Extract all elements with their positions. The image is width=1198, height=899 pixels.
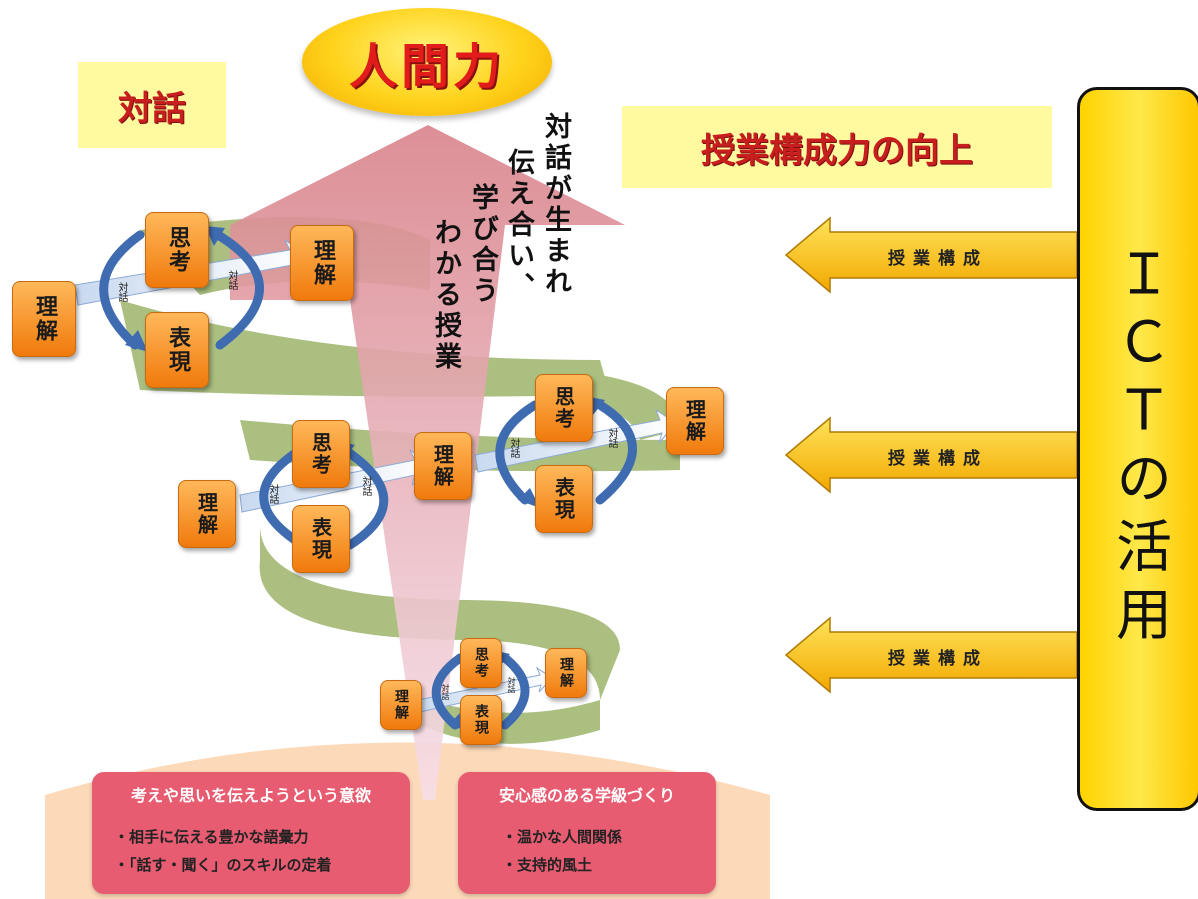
center-line-1: 対話が生まれ [540, 112, 572, 298]
rikai-box: 理解 [414, 432, 472, 500]
rikai-box: 理解 [380, 680, 422, 730]
foundation-card-right: 安心感のある学級づくり ・温かな人間関係 ・支持的風土 [458, 772, 716, 894]
jugyo-kosei-title-box: 授業構成力の向上 [622, 106, 1052, 188]
card-title: 安心感のある学級づくり [498, 786, 675, 805]
rikai-box: 理解 [666, 387, 724, 455]
hyougen-box: 表現 [535, 465, 593, 533]
taiwa-label: 対話 [267, 484, 278, 504]
taiwa-label: 対話 [508, 438, 519, 458]
ningenryoku-label: 人間力 [348, 39, 505, 95]
ict-katsuyou-label: ＩＣＴの活用 [1106, 245, 1172, 653]
taiwa-label: 対話 [226, 270, 237, 290]
taiwa-title-box: 対話 [78, 62, 226, 148]
card-item: ・支持的風土 [502, 856, 593, 874]
shikou-box: 思考 [145, 212, 209, 288]
ict-arrow-label: 授業構成 [888, 649, 988, 669]
hyougen-box: 表現 [145, 312, 209, 388]
rikai-box: 理解 [290, 225, 354, 301]
ict-arrow-label: 授業構成 [888, 449, 988, 469]
ict-arrows [784, 216, 1078, 694]
taiwa-label: 対話 [606, 428, 617, 448]
center-line-4: わかる授業 [430, 218, 462, 373]
card-title: 考えや思いを伝えようという意欲 [130, 786, 371, 805]
taiwa-label: 対話 [116, 282, 127, 302]
foundation-card-left: 考えや思いを伝えようという意欲 ・相手に伝える豊かな語彙力 ・「話す・聞く」のス… [92, 772, 410, 894]
ningenryoku-oval: 人間力 [302, 8, 552, 116]
card-item: ・「話す・聞く」のスキルの定着 [114, 856, 332, 874]
taiwa-label: 対話 [441, 684, 450, 700]
shikou-box: 思考 [292, 420, 350, 488]
center-line-3: 学び合う [467, 183, 499, 307]
taiwa-label: 対話 [507, 677, 516, 693]
rikai-box: 理解 [12, 281, 76, 357]
shikou-box: 思考 [535, 374, 593, 442]
rikai-box: 理解 [545, 648, 587, 698]
ict-arrow-label: 授業構成 [888, 249, 988, 269]
hyougen-box: 表現 [292, 505, 350, 573]
card-item: ・相手に伝える豊かな語彙力 [114, 828, 309, 846]
taiwa-label: 対話 [360, 476, 371, 496]
hyougen-box: 表現 [460, 695, 502, 745]
ict-katsuyou-box: ＩＣＴの活用 [1077, 87, 1198, 811]
center-line-2: 伝え合い、 [503, 148, 535, 303]
card-item: ・温かな人間関係 [502, 828, 623, 846]
shikou-box: 思考 [460, 638, 502, 688]
jugyo-kosei-title: 授業構成力の向上 [701, 130, 973, 171]
cycle-curved-arrows [99, 230, 637, 730]
taiwa-title: 対話 [118, 88, 186, 129]
rikai-box: 理解 [178, 480, 236, 548]
